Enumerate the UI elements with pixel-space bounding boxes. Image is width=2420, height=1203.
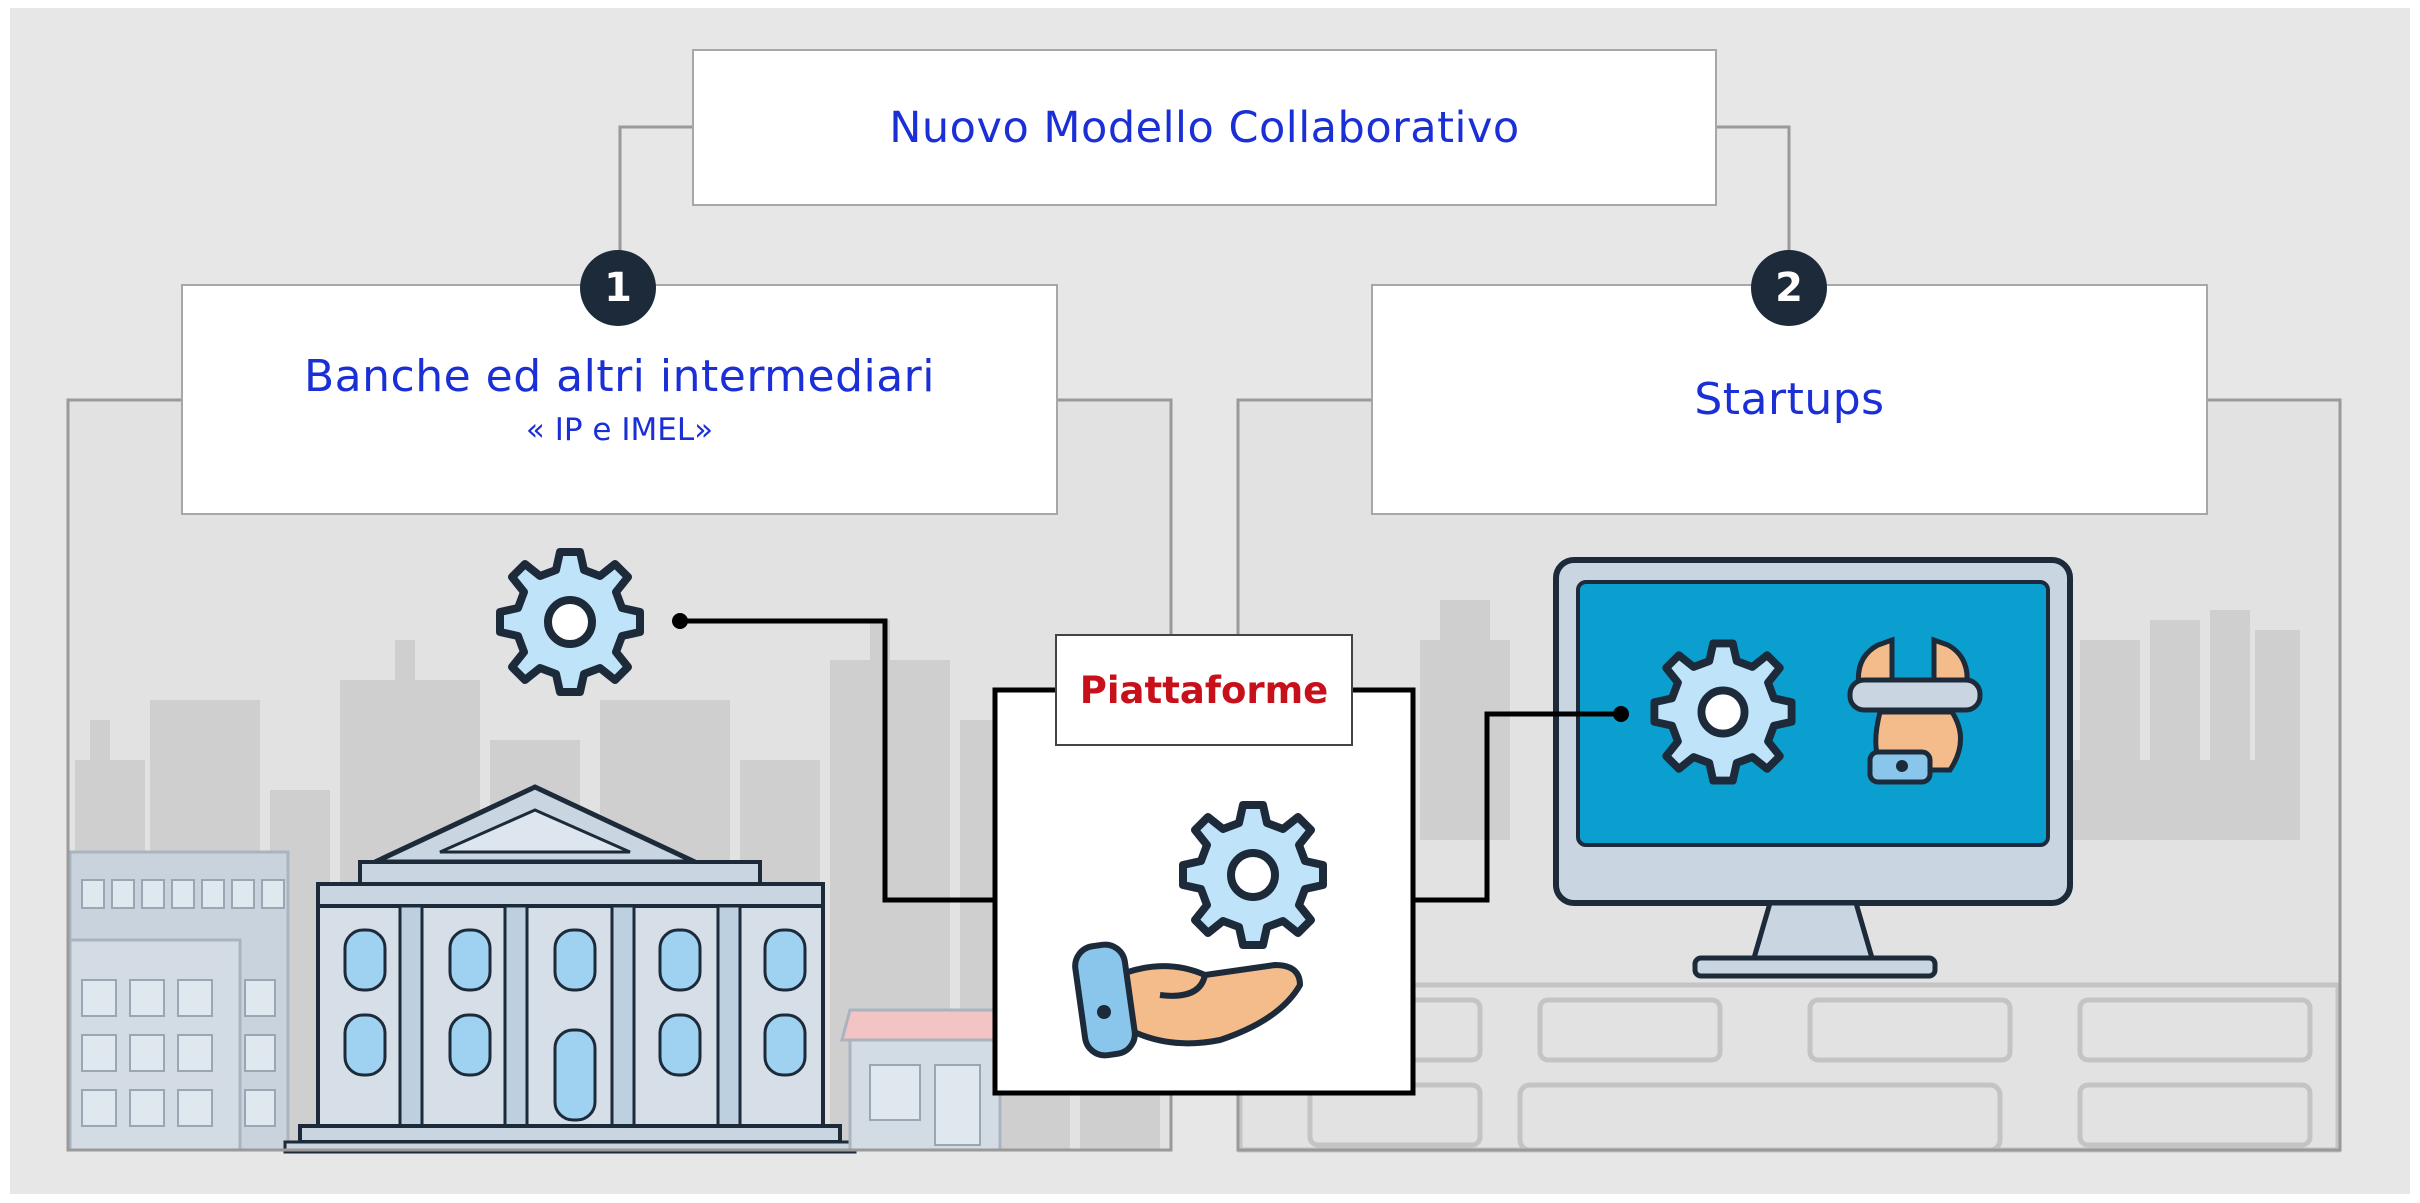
apartment-building-icon [68,850,290,1152]
shop-icon [840,1008,1010,1152]
title-box: Nuovo Modello Collaborativo [692,49,1717,206]
right-category-title: Startups [1694,374,1885,425]
number-badge-2: 2 [1751,250,1827,326]
wrench-hand-icon [1847,636,1983,785]
bank-building-icon [283,784,857,1154]
connector-left [618,125,692,250]
gear-icon [1654,643,1791,780]
platform-label: Piattaforme [1055,634,1353,746]
link-startups-to-platform [1413,711,1621,903]
diagram-title: Nuovo Modello Collaborativo [889,102,1520,153]
connector-right [1717,125,1791,250]
link-banks-to-platform [680,618,995,903]
gear-icon [500,552,640,692]
left-category-subtitle: « IP e IMEL» [525,412,714,448]
computer-monitor-icon [1553,557,2073,979]
right-panel [1236,398,2342,1153]
platform-box [992,687,1416,1096]
number-badge-1: 1 [580,250,656,326]
left-panel [66,398,1173,1154]
left-category-title: Banche ed altri intermediari [303,351,935,402]
gear-icon [1183,805,1323,945]
hand-gear-icon [1072,941,1303,1059]
